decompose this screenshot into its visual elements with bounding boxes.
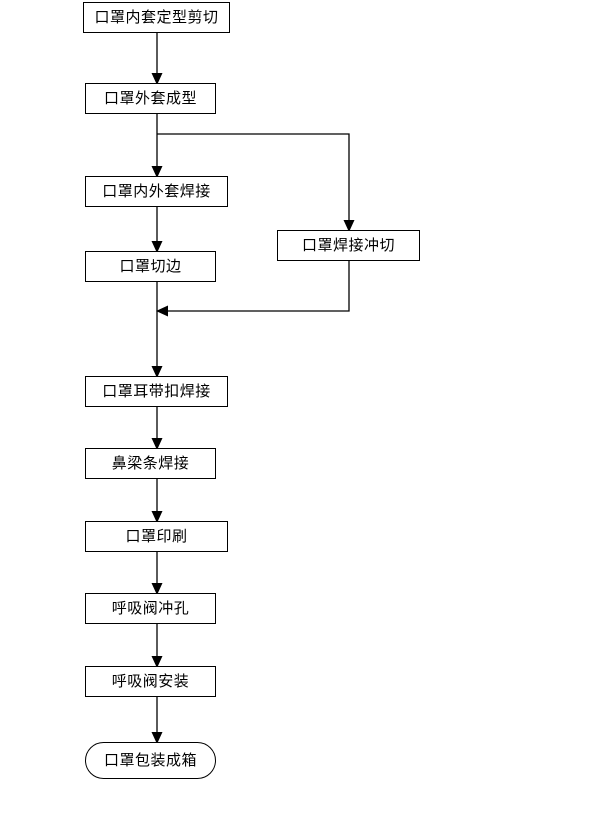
node-label: 鼻梁条焊接 — [111, 454, 190, 473]
connector-n8-n9 — [151, 552, 163, 595]
connector-n5-n6 — [151, 282, 163, 378]
node-label: 口罩内外套焊接 — [102, 182, 211, 201]
node-inner-outer-shell-welding[interactable]: 口罩内外套焊接 — [85, 176, 228, 207]
connector-n2-n3 — [151, 114, 163, 178]
connector-n9-n10 — [151, 624, 163, 668]
connector-n7-n8 — [151, 479, 163, 523]
connector-n10-n11 — [151, 697, 163, 744]
node-mask-printing[interactable]: 口罩印刷 — [85, 521, 228, 552]
node-earloop-buckle-welding[interactable]: 口罩耳带扣焊接 — [85, 376, 228, 407]
node-label: 口罩内套定型剪切 — [94, 8, 219, 27]
connector-n2-n4-branch — [157, 133, 355, 232]
node-breathing-valve-installation[interactable]: 呼吸阀安装 — [85, 666, 216, 697]
node-mask-edge-trimming[interactable]: 口罩切边 — [85, 251, 216, 282]
node-label: 口罩包装成箱 — [103, 751, 197, 770]
node-packaging-boxing[interactable]: 口罩包装成箱 — [85, 742, 216, 779]
node-mask-weld-punching[interactable]: 口罩焊接冲切 — [277, 230, 420, 261]
node-breathing-valve-punching[interactable]: 呼吸阀冲孔 — [85, 593, 216, 624]
node-nose-bridge-welding[interactable]: 鼻梁条焊接 — [85, 448, 216, 479]
node-label: 口罩外套成型 — [103, 89, 197, 108]
node-label: 口罩焊接冲切 — [301, 236, 395, 255]
node-label: 呼吸阀安装 — [111, 672, 190, 691]
connector-n6-n7 — [151, 407, 163, 450]
node-outer-shell-forming[interactable]: 口罩外套成型 — [85, 83, 216, 114]
connector-n1-n2 — [151, 33, 163, 85]
node-label: 口罩切边 — [119, 257, 182, 276]
node-label: 口罩耳带扣焊接 — [102, 382, 211, 401]
node-label: 口罩印刷 — [125, 527, 188, 546]
node-inner-shell-shaping-cutting[interactable]: 口罩内套定型剪切 — [83, 2, 230, 33]
node-label: 呼吸阀冲孔 — [111, 599, 190, 618]
connector-n4-merge-back — [156, 261, 350, 317]
connector-n3-n5 — [151, 207, 163, 253]
